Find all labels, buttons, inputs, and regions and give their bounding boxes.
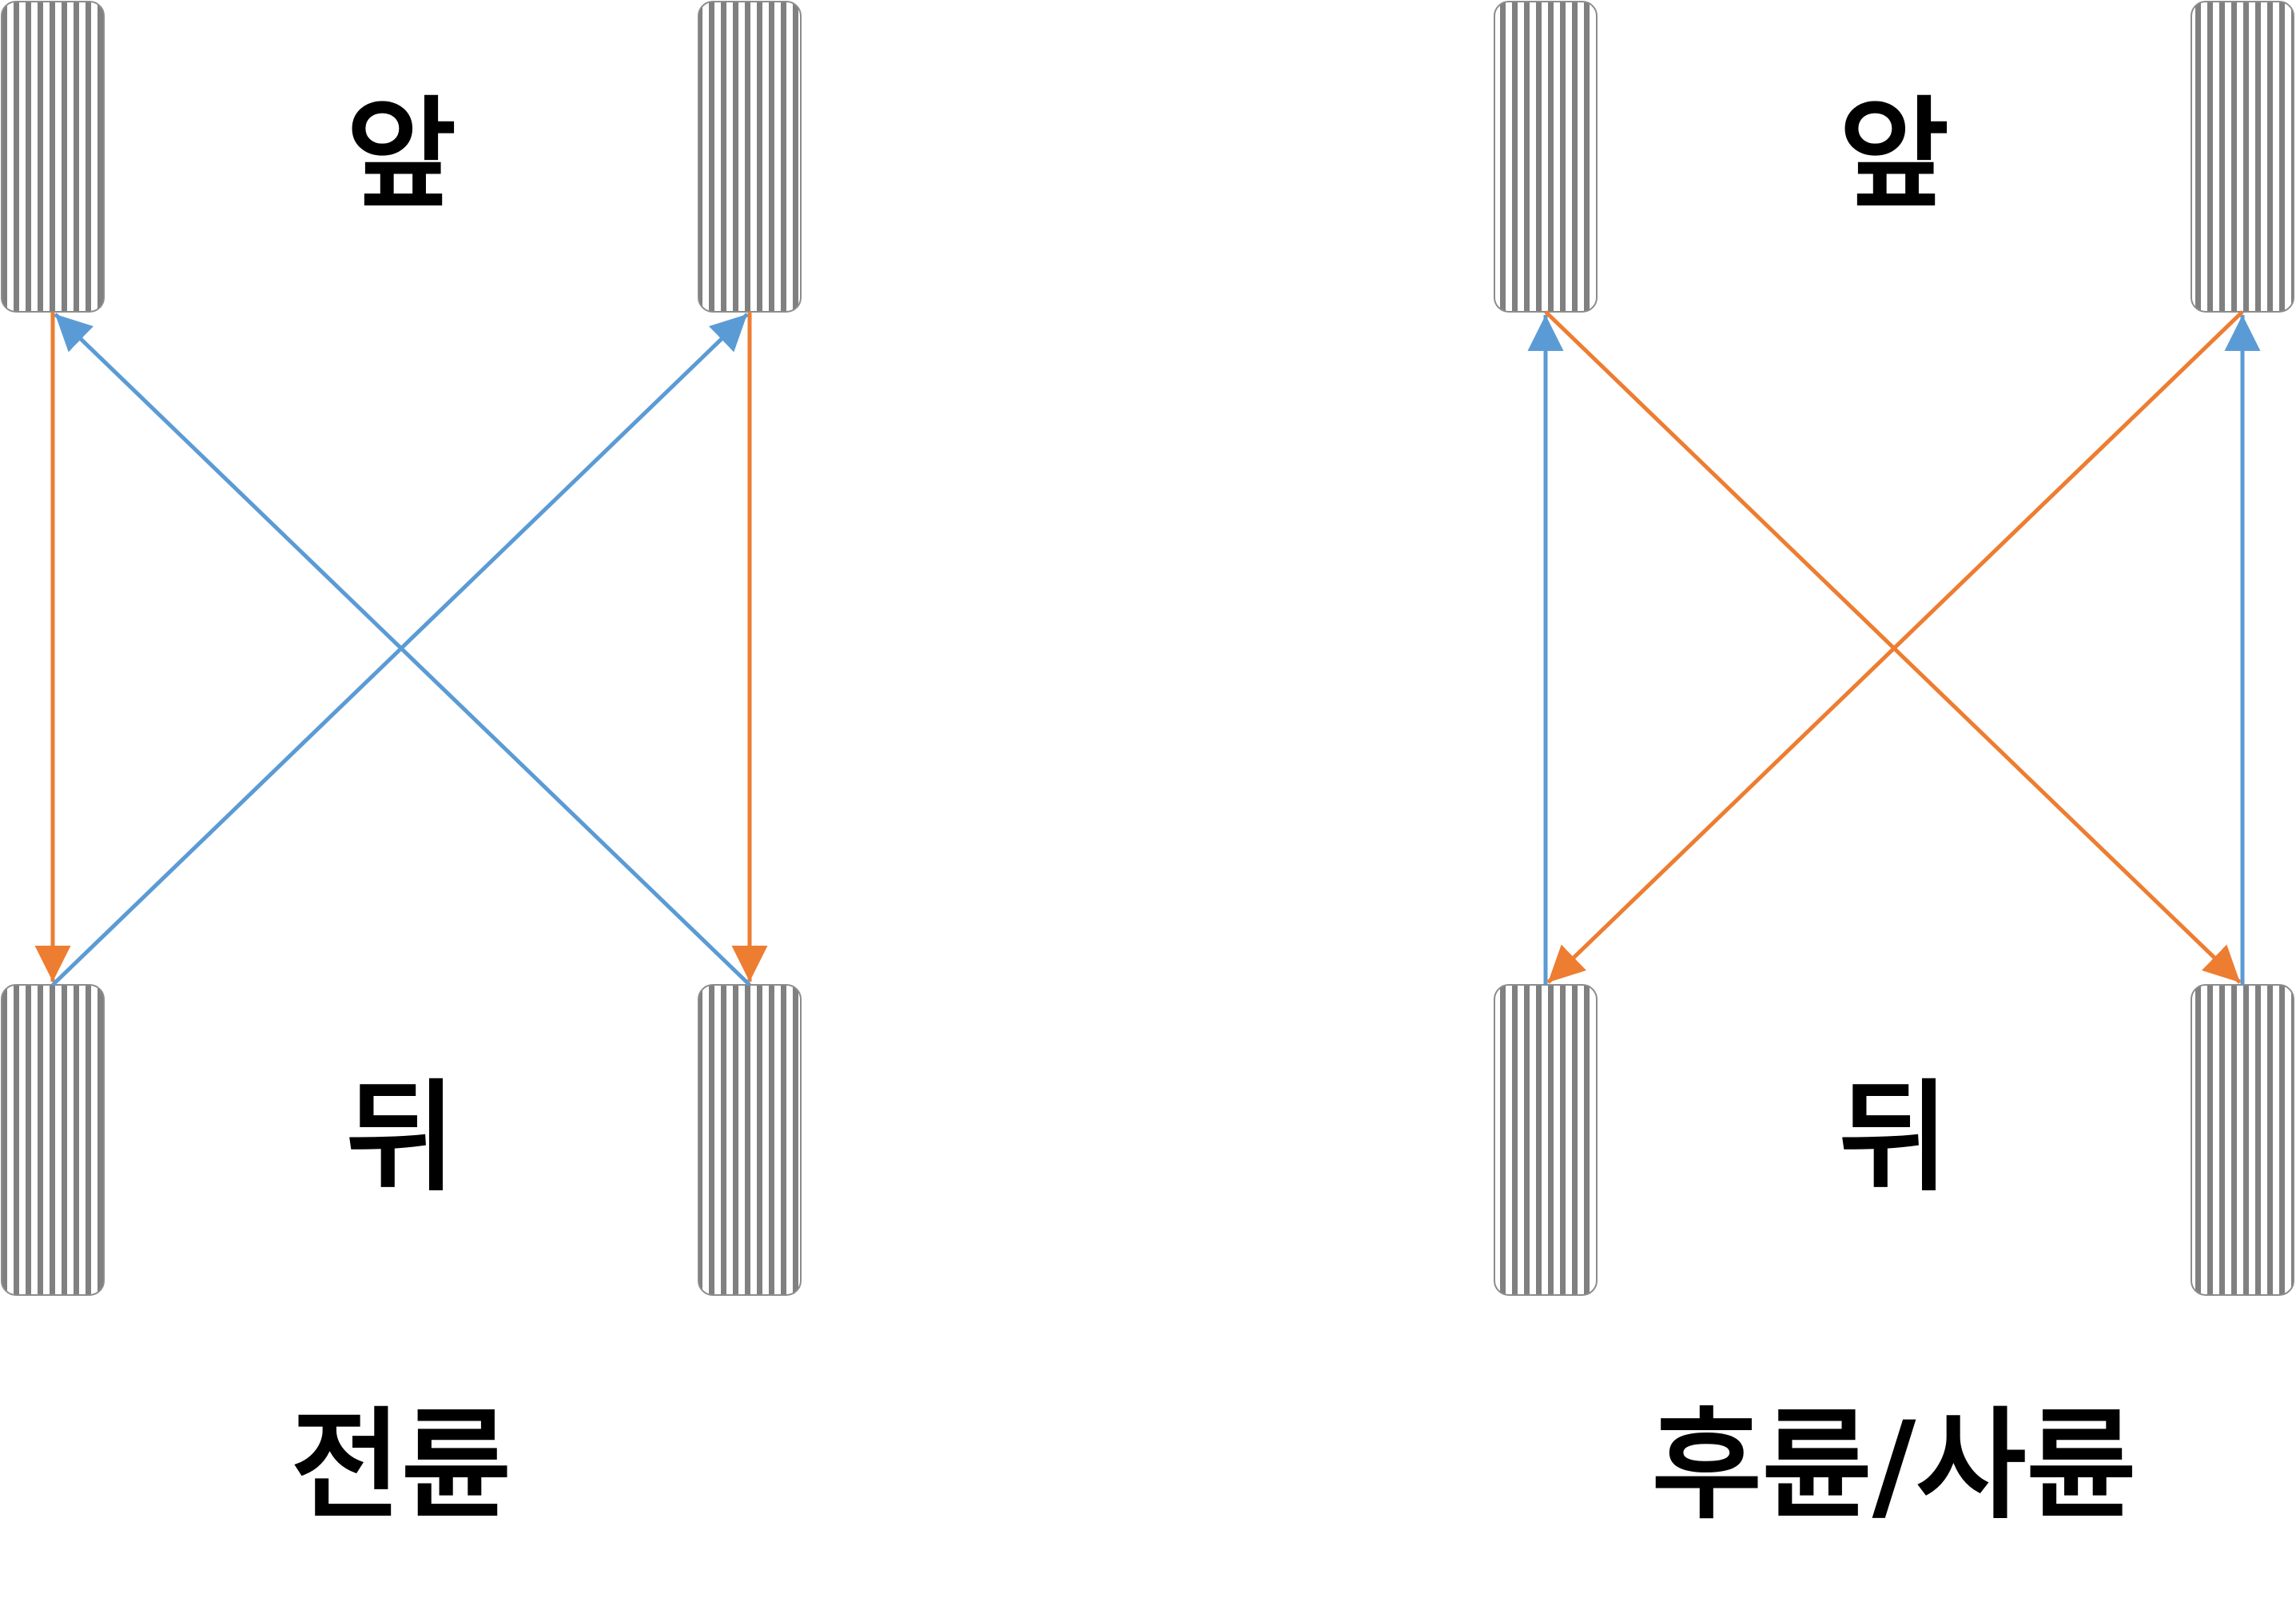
drive-type-caption: 후륜/사륜 xyxy=(1652,1397,2137,1536)
tire-front-right xyxy=(2191,1,2294,313)
tire-rear-right xyxy=(2191,984,2294,1296)
rear-label: 뒤 xyxy=(346,1069,456,1208)
tire-rear-right xyxy=(698,984,802,1296)
drive-type-caption: 전륜 xyxy=(291,1397,511,1536)
front-label: 앞 xyxy=(346,86,456,225)
tire-front-left xyxy=(1494,1,1598,313)
panel-front-wheel-drive: 앞 뒤 전륜 xyxy=(1,1,802,1536)
arrow-rear-right-to-front-left xyxy=(54,313,751,986)
arrow-front-right-to-rear-left xyxy=(1546,310,2244,984)
tire-front-left xyxy=(1,1,105,313)
tire-rear-left xyxy=(1,984,105,1296)
rear-label: 뒤 xyxy=(1839,1069,1949,1208)
front-label: 앞 xyxy=(1839,86,1949,225)
panel-rear-four-wheel-drive: 앞 뒤 후륜/사륜 xyxy=(1494,1,2294,1536)
tire-front-right xyxy=(698,1,802,313)
tire-rear-left xyxy=(1494,984,1598,1296)
